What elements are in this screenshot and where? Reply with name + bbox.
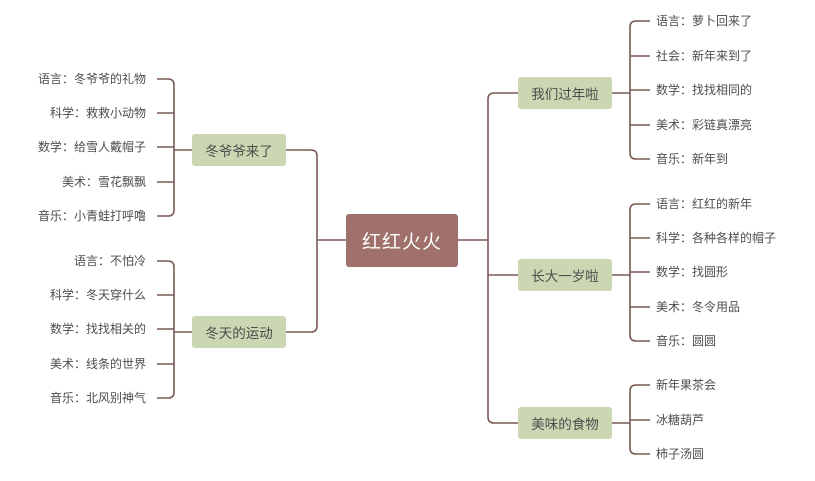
leaf-item[interactable]: 数学：找圆形 bbox=[656, 265, 729, 279]
leaf-item[interactable]: 数学：找找相同的 bbox=[656, 83, 753, 97]
leaf-item[interactable]: 音乐：新年到 bbox=[656, 152, 729, 166]
leaf-item[interactable]: 科学：救救小动物 bbox=[49, 106, 146, 120]
branch-node-winter-sports[interactable]: 冬天的运动 bbox=[192, 316, 286, 348]
leaf-item[interactable]: 语言：不怕冷 bbox=[73, 254, 146, 268]
leaf-item[interactable]: 新年果茶会 bbox=[656, 378, 717, 392]
leaf-item[interactable]: 语言：冬爷爷的礼物 bbox=[37, 72, 146, 86]
leaf-item[interactable]: 音乐：小青蛙打呼噜 bbox=[37, 209, 146, 223]
branch-node-new-year[interactable]: 我们过年啦 bbox=[518, 77, 612, 109]
root-node[interactable]: 红红火火 bbox=[346, 214, 458, 267]
leaf-item[interactable]: 社会：新年来到了 bbox=[656, 49, 753, 63]
connector-line bbox=[487, 92, 518, 424]
leaf-item[interactable]: 语言：红红的新年 bbox=[656, 197, 753, 211]
leaf-item[interactable]: 柿子汤圆 bbox=[656, 447, 705, 461]
leaf-item[interactable]: 语言：萝卜回来了 bbox=[656, 14, 753, 28]
branch-node-winter-grandpa[interactable]: 冬爷爷来了 bbox=[192, 134, 286, 166]
leaf-item[interactable]: 冰糖葫芦 bbox=[656, 413, 705, 427]
leaf-item[interactable]: 音乐：北风别神气 bbox=[49, 391, 146, 405]
branch-node-one-year-older[interactable]: 长大一岁啦 bbox=[518, 259, 612, 291]
leaf-item[interactable]: 科学：各种各样的帽子 bbox=[656, 231, 777, 245]
branch-node-delicious-food[interactable]: 美味的食物 bbox=[518, 407, 612, 439]
leaf-item[interactable]: 美术：彩链真漂亮 bbox=[656, 118, 753, 132]
leaf-item[interactable]: 美术：雪花飘飘 bbox=[61, 175, 146, 189]
leaf-item[interactable]: 音乐：圆圆 bbox=[656, 334, 717, 348]
leaf-item[interactable]: 数学：给雪人戴帽子 bbox=[37, 140, 146, 154]
leaf-item[interactable]: 数学：找找相关的 bbox=[49, 322, 146, 336]
leaf-item[interactable]: 美术：线条的世界 bbox=[49, 357, 146, 371]
connector-line bbox=[286, 149, 318, 333]
leaf-item[interactable]: 美术：冬令用品 bbox=[656, 300, 741, 314]
leaf-item[interactable]: 科学：冬天穿什么 bbox=[49, 288, 146, 302]
